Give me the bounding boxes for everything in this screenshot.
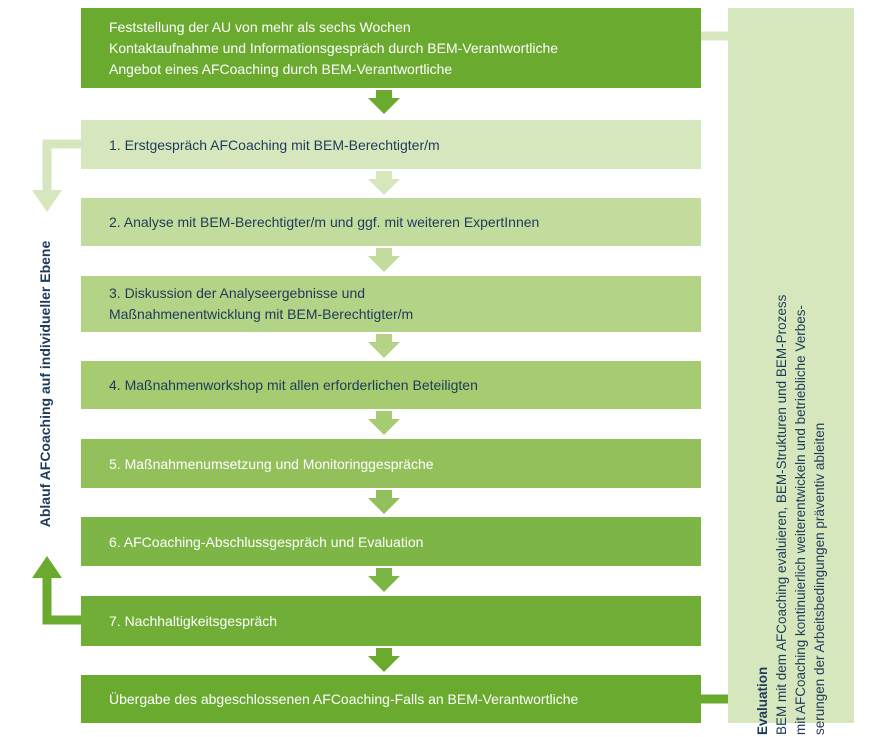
step-3-box: 3. Diskussion der Analyseergebnisse und … (81, 276, 701, 332)
down-arrow-icon (368, 648, 400, 672)
down-arrow-icon (368, 411, 400, 435)
step-1-label: 1. Erstgespräch AFCoaching mit BEM-Berec… (109, 136, 440, 153)
step-3-label: 3. Diskussion der Analyseergebnisse und … (109, 285, 414, 322)
left-up-arrow-icon (32, 556, 81, 625)
down-arrow-icon (368, 171, 400, 195)
handover-box: Übergabe des abgeschlossenen AFCoaching-… (81, 675, 701, 723)
down-arrow-icon (368, 334, 400, 358)
down-arrow-icon (368, 568, 400, 592)
initial-phase-box: Feststellung der AU von mehr als sechs W… (81, 8, 701, 88)
evaluation-line-2: mit AFCoaching kontinuierlich weiterentw… (793, 305, 808, 735)
step-1-box: 1. Erstgespräch AFCoaching mit BEM-Berec… (81, 120, 701, 169)
step-4-box: 4. Maßnahmenworkshop mit allen erforderl… (81, 361, 701, 409)
step-2-box: 2. Analyse mit BEM-Berechtigter/m und gg… (81, 198, 701, 246)
initial-phase-text: Feststellung der AU von mehr als sechs W… (109, 18, 559, 77)
evaluation-panel (728, 8, 854, 723)
step-7-label: 7. Nachhaltigkeitsgespräch (109, 613, 278, 629)
down-arrow-icon (368, 90, 400, 114)
evaluation-text: Evaluation BEM mit dem AFCoaching evalui… (753, 55, 829, 735)
handover-label: Übergabe des abgeschlossenen AFCoaching-… (109, 691, 579, 707)
down-arrow-icon (368, 490, 400, 514)
step-5-box: 5. Maßnahmenumsetzung und Monitoringgesp… (81, 439, 701, 488)
step-7-box: 7. Nachhaltigkeitsgespräch (81, 596, 701, 646)
down-arrow-icon (368, 248, 400, 272)
step-5-label: 5. Maßnahmenumsetzung und Monitoringgesp… (109, 455, 434, 472)
evaluation-title: Evaluation (755, 666, 770, 735)
step-4-label: 4. Maßnahmenworkshop mit allen erforderl… (109, 377, 478, 393)
step-6-box: 6. AFCoaching-Abschlussgespräch und Eval… (81, 517, 701, 566)
process-side-label: Ablauf AFCoaching auf individueller Eben… (37, 240, 53, 528)
step-6-label: 6. AFCoaching-Abschlussgespräch und Eval… (109, 533, 424, 550)
left-down-arrow-icon (32, 139, 81, 212)
evaluation-line-1: BEM mit dem AFCoaching evaluieren, BEM-S… (774, 294, 789, 735)
step-2-label: 2. Analyse mit BEM-Berechtigter/m und gg… (109, 214, 540, 230)
evaluation-line-3: serungen der Arbeitsbedingungen präventi… (812, 422, 827, 735)
